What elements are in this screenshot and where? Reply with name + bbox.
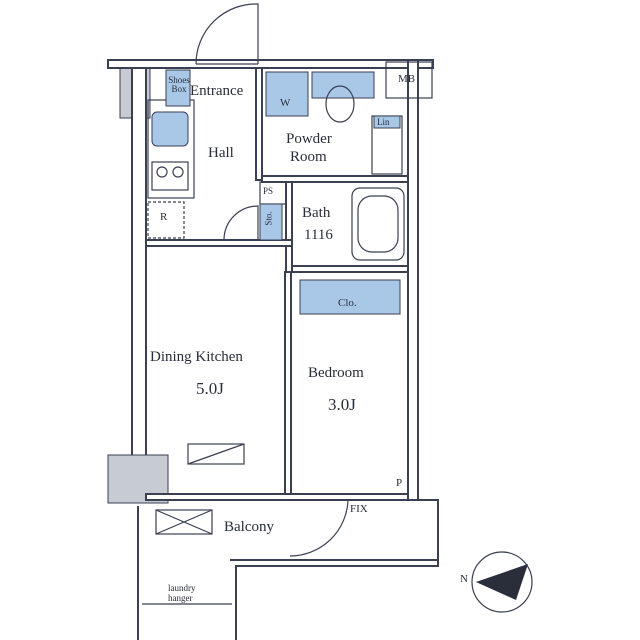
bottom-wall xyxy=(145,493,409,501)
ps-label: PS xyxy=(263,186,274,196)
shoes-box xyxy=(165,69,191,107)
shoes-box-label: Shoes Box xyxy=(168,75,190,94)
bath-bottom-wall xyxy=(291,265,409,273)
pipe-label: P xyxy=(396,477,403,489)
burner-1 xyxy=(156,166,168,178)
hall-bottom-wall xyxy=(145,239,293,247)
laundry-label-2: hanger xyxy=(168,593,193,603)
floor-vent-line xyxy=(187,443,245,465)
lin-label: Lin xyxy=(377,117,390,127)
compass-north-label: N xyxy=(460,573,468,585)
mb-box xyxy=(385,61,433,99)
washer-label: W xyxy=(280,97,291,109)
entrance-door-swing xyxy=(195,3,259,65)
floor-vent xyxy=(187,443,245,465)
dining-kitchen-label: Dining Kitchen xyxy=(150,349,243,365)
powder-room-label-2: Room xyxy=(290,149,327,165)
balcony-unit-x2 xyxy=(155,509,213,535)
refrigerator-label: R xyxy=(160,211,168,223)
burner-2 xyxy=(172,166,184,178)
hall-door-swing xyxy=(223,205,259,241)
washer xyxy=(265,71,309,117)
stove xyxy=(151,161,189,191)
dining-kitchen-size: 5.0J xyxy=(196,379,224,398)
lin-label-box xyxy=(373,115,401,129)
bath-label: Bath xyxy=(302,205,331,221)
balcony-label: Balcony xyxy=(224,519,274,535)
refrigerator xyxy=(147,201,185,239)
left-wall xyxy=(131,59,147,461)
toilet xyxy=(325,85,355,123)
toilet-area xyxy=(311,71,375,99)
sink xyxy=(151,111,189,147)
hall-label: Hall xyxy=(208,145,234,161)
compass-ring xyxy=(471,551,533,613)
sto-label: Sto. xyxy=(263,211,274,226)
entrance-label: Entrance xyxy=(190,83,244,99)
closet-label: Clo. xyxy=(338,297,357,309)
powder-bottom-wall xyxy=(261,175,409,183)
bath-left-wall xyxy=(285,181,293,273)
balcony-rail xyxy=(137,499,439,640)
compass-needle-icon xyxy=(476,564,528,600)
bathtub-inner xyxy=(357,195,399,253)
storage xyxy=(259,203,283,241)
fix-label: FIX xyxy=(350,503,368,515)
top-wall xyxy=(107,59,434,69)
hall-right-wall xyxy=(255,67,263,181)
mb-label: MB xyxy=(398,73,416,85)
balcony-door-swing xyxy=(289,499,349,557)
closet xyxy=(299,279,401,315)
right-wall xyxy=(407,59,419,501)
balcony-unit xyxy=(155,509,213,535)
bedroom-size: 3.0J xyxy=(328,395,356,414)
bathtub xyxy=(351,187,405,261)
laundry-label-1: laundry xyxy=(168,583,196,593)
bedroom-label: Bedroom xyxy=(308,365,364,381)
powder-room-label-1: Powder xyxy=(286,131,332,147)
dk-bedroom-wall xyxy=(284,271,292,499)
bath-size-label: 1116 xyxy=(304,227,333,243)
